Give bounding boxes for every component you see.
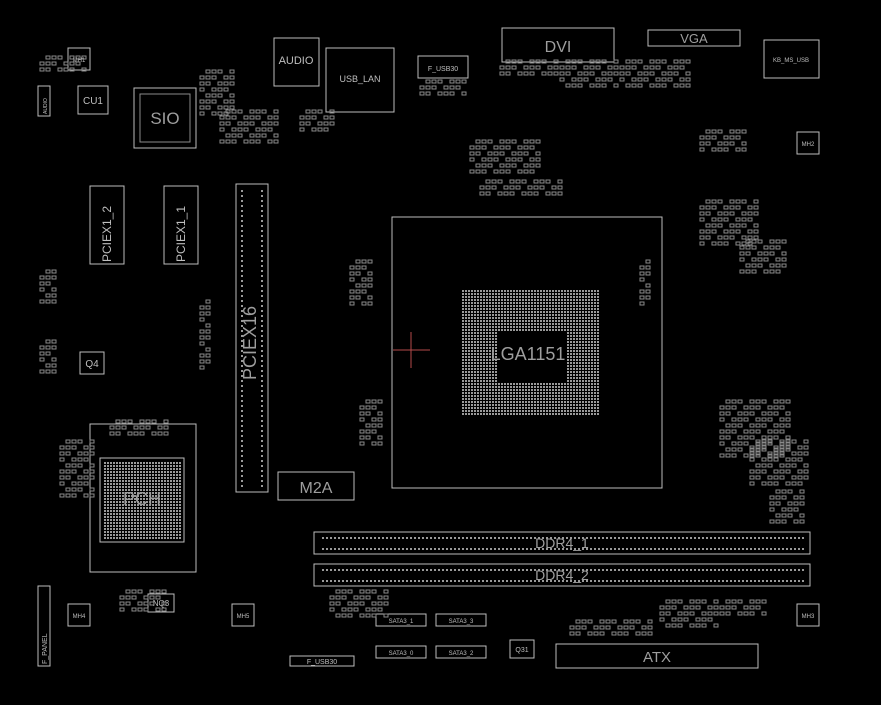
svg-text:SATA3_1: SATA3_1 bbox=[389, 619, 414, 625]
svg-text:NQ3: NQ3 bbox=[153, 599, 170, 608]
usb-lan-label: USB_LAN bbox=[339, 74, 380, 84]
svg-text:MH5: MH5 bbox=[237, 614, 250, 620]
q4-part bbox=[79, 351, 105, 375]
atx-connector bbox=[555, 643, 759, 669]
atx-label: ATX bbox=[643, 649, 671, 666]
f-panel-header bbox=[37, 585, 51, 667]
mh1-hole bbox=[67, 47, 91, 71]
pciex16-label: PCIEX16 bbox=[240, 306, 260, 380]
kb-ms-usb-connector bbox=[763, 39, 820, 79]
svg-text:Q4: Q4 bbox=[85, 359, 99, 370]
svg-text:F_PANEL: F_PANEL bbox=[42, 633, 49, 664]
audio-small-header bbox=[37, 85, 51, 117]
pch-chip bbox=[99, 457, 185, 543]
pch-chip-outline bbox=[89, 423, 197, 573]
ddr4-2-slot bbox=[313, 563, 811, 587]
f-usb30-header bbox=[417, 55, 469, 79]
pciex1-2-slot bbox=[89, 185, 125, 265]
sio-chip bbox=[133, 87, 197, 149]
f-usb30-bottom-header bbox=[289, 655, 355, 667]
svg-text:MH4: MH4 bbox=[73, 614, 86, 620]
svg-text:MH2: MH2 bbox=[802, 142, 815, 148]
f-usb30-label: F_USB30 bbox=[428, 66, 458, 73]
svg-text:SATA3_0: SATA3_0 bbox=[389, 651, 414, 657]
pciex1-1-slot bbox=[163, 185, 199, 265]
lga1151-label: LGA1151 bbox=[491, 344, 566, 364]
ddr4-1-slot bbox=[313, 531, 811, 555]
mh5-hole bbox=[231, 603, 255, 627]
mh2-hole bbox=[796, 131, 820, 155]
ddr4-1-label: DDR4_1 bbox=[535, 535, 589, 551]
pch-label: PCH bbox=[123, 489, 161, 509]
m2a-slot bbox=[277, 471, 355, 501]
mh4-hole bbox=[67, 603, 91, 627]
svg-text:F_USB30: F_USB30 bbox=[307, 659, 337, 666]
lga1151-socket bbox=[391, 216, 663, 489]
m2a-label: M2A bbox=[300, 480, 333, 497]
svg-text:SATA3_2: SATA3_2 bbox=[449, 651, 474, 657]
svg-text:AUDIO: AUDIO bbox=[43, 98, 49, 114]
sata3-1-connector bbox=[375, 613, 427, 627]
pciex1-1-label: PCIEX1_1 bbox=[174, 206, 188, 262]
q31-part bbox=[509, 639, 535, 659]
audio-label: AUDIO bbox=[279, 55, 314, 67]
usb-lan-connector bbox=[325, 47, 395, 113]
pciex16-slot bbox=[235, 183, 269, 493]
audio-connector bbox=[273, 37, 320, 87]
sata3-2-connector bbox=[435, 645, 487, 659]
svg-text:MH3: MH3 bbox=[802, 614, 815, 620]
svg-text:Q31: Q31 bbox=[515, 647, 528, 654]
kb-ms-usb-label: KB_MS_USB bbox=[773, 58, 809, 64]
dvi-label: DVI bbox=[545, 39, 572, 56]
ddr4-2-label: DDR4_2 bbox=[535, 567, 589, 583]
pciex1-2-label: PCIEX1_2 bbox=[100, 206, 114, 262]
vga-label: VGA bbox=[680, 31, 708, 46]
sata3-0-connector bbox=[375, 645, 427, 659]
sio-label: SIO bbox=[150, 109, 179, 128]
svg-text:MH1: MH1 bbox=[73, 58, 86, 64]
mh3-hole bbox=[796, 603, 820, 627]
svg-text:SATA3_3: SATA3_3 bbox=[449, 619, 474, 625]
sata3-3-connector bbox=[435, 613, 487, 627]
vga-connector bbox=[647, 29, 741, 47]
cu1-label: CU1 bbox=[83, 96, 103, 107]
cu1-chip bbox=[77, 85, 109, 115]
